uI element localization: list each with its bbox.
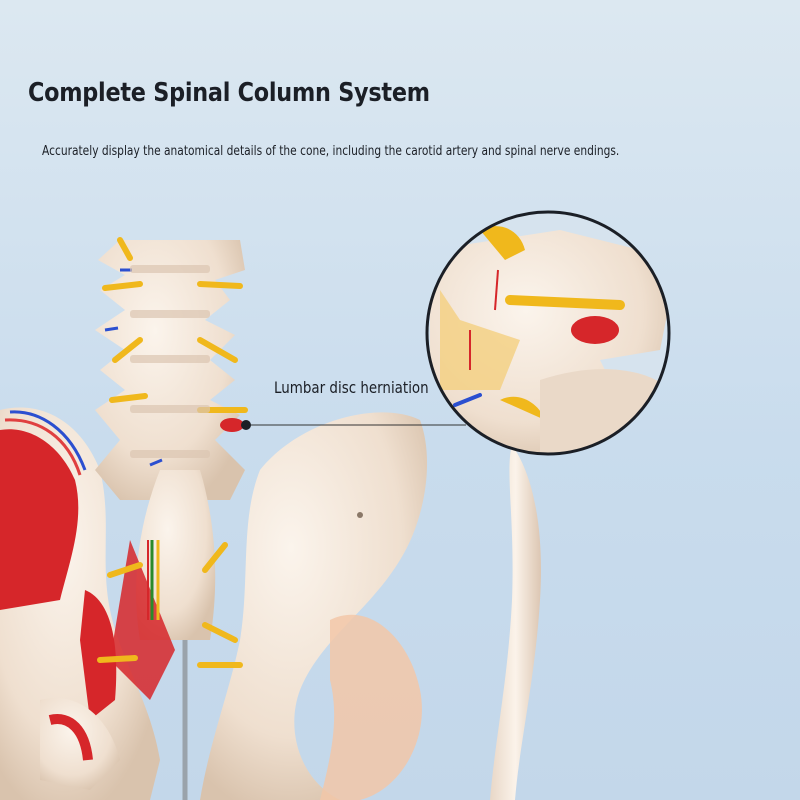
- page-title: Complete Spinal Column System: [28, 78, 430, 108]
- magnified-detail: [425, 210, 671, 456]
- femur-shaft: [182, 445, 541, 800]
- right-pelvis: [200, 412, 428, 800]
- left-pelvis: [0, 407, 160, 800]
- callout-pointer: [241, 420, 466, 430]
- page-subtitle: Accurately display the anatomical detail…: [42, 144, 620, 159]
- lumbar-vertebrae: [95, 237, 248, 700]
- callout-label: Lumbar disc herniation: [274, 378, 429, 397]
